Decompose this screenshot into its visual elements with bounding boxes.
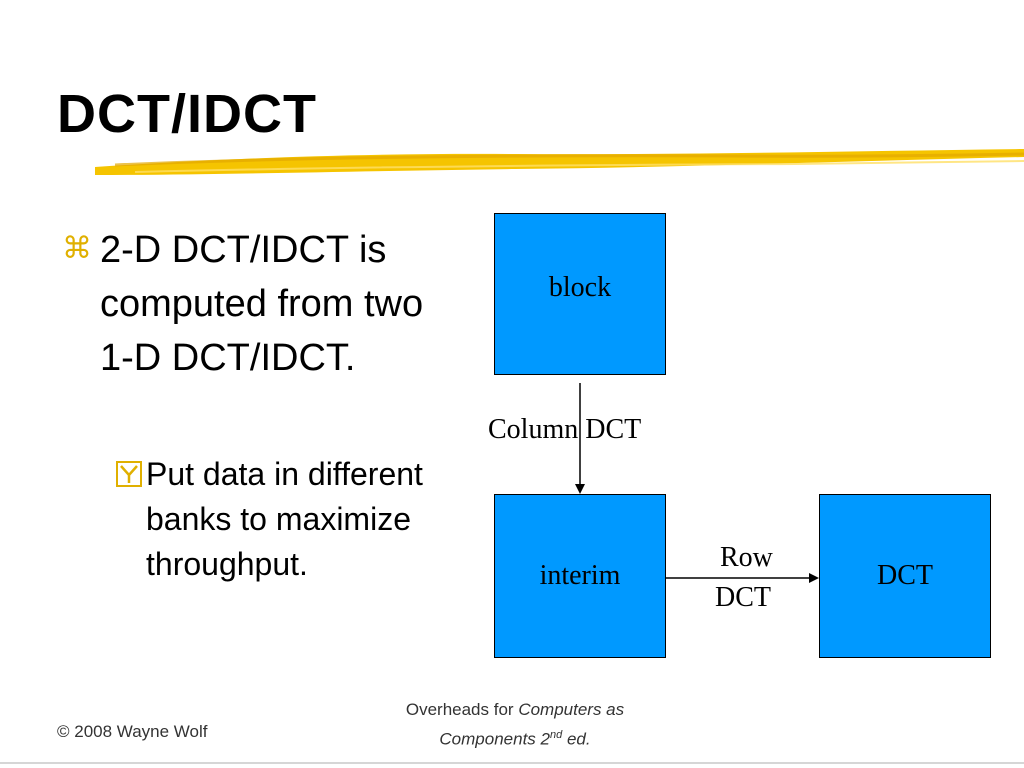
column-arrow-head — [575, 484, 585, 494]
row-dct-label-line1: Row — [720, 542, 773, 573]
block-label: block — [548, 272, 612, 303]
bullet-level-1-text: 2-D DCT/IDCT is computed from two 1-D DC… — [100, 229, 424, 379]
footer-book-title-1: Computers as — [518, 700, 625, 719]
bullet-level-1: ⌘2-D DCT/IDCT is computed from two 1-D D… — [62, 222, 462, 385]
footer-edition-suffix: ed. — [562, 729, 591, 749]
row-arrow-head — [809, 573, 819, 583]
footer-overheads-prefix: Overheads for — [405, 700, 519, 719]
footer-divider — [0, 762, 1024, 764]
bullet-level-2: Put data in different banks to maximize … — [116, 452, 476, 587]
dct-box: DCT — [819, 494, 991, 658]
row-dct-label-line2: DCT — [715, 582, 771, 613]
bullet-level-2-text: Put data in different banks to maximize … — [146, 456, 423, 582]
title-underline-swoosh — [95, 149, 1024, 175]
interim-label: interim — [539, 560, 621, 591]
interim-box: interim — [494, 494, 666, 658]
footer-edition-sup: nd — [549, 729, 563, 741]
dct-label: DCT — [877, 560, 933, 591]
block-box: block — [494, 213, 666, 375]
footer-book-title-2: Components 2 — [439, 729, 550, 749]
column-dct-label: Column DCT — [488, 414, 642, 445]
checkbox-y-bullet-icon — [116, 461, 142, 487]
footer-copyright: © 2008 Wayne Wolf — [57, 722, 208, 741]
command-bullet-icon: ⌘ — [62, 231, 92, 266]
footer-book-credit: Overheads for Computers as Components 2n… — [360, 698, 670, 752]
slide-title: DCT/IDCT — [57, 84, 317, 144]
